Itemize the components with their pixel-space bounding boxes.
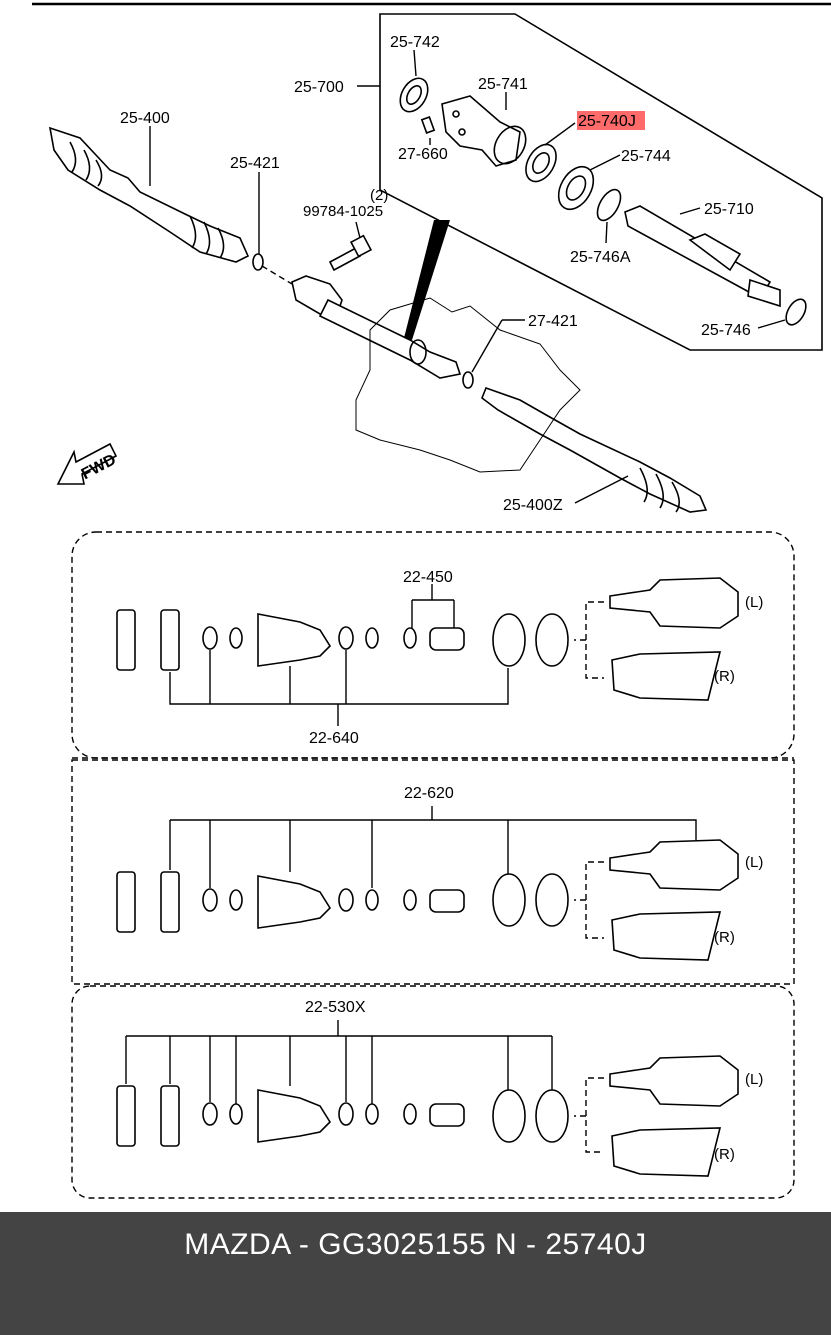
highlight-25-740j: [577, 111, 645, 130]
driveshaft-25-400z-icon: [318, 298, 708, 513]
shaft-25-710-icon: [624, 205, 781, 308]
label-25-744: 25-744: [621, 148, 671, 165]
driveshaft-exploded-diagram: 25-742 25-700 25-741 25-740J 27-660 25-7…: [32, 2, 831, 1199]
label-25-400z: 25-400Z: [503, 497, 563, 514]
footer-bar: MAZDA - GG3025155 N - 25740J: [0, 1212, 831, 1335]
kit-panel-22-620: [71, 759, 795, 985]
label-kit2-left: (L): [745, 854, 763, 871]
label-99784-1025: 99784-1025: [303, 203, 383, 220]
driveshaft-25-400-icon: [48, 126, 250, 263]
label-22-450: 22-450: [403, 569, 453, 586]
label-25-421: 25-421: [230, 155, 280, 172]
clip-25-421-icon: [252, 253, 264, 271]
label-25-710: 25-710: [704, 201, 754, 218]
kit-22-530x-parts: [116, 1055, 739, 1177]
label-22-620: 22-620: [404, 785, 454, 802]
kit-panel-22-530x: [71, 985, 795, 1199]
label-27-660: 27-660: [398, 146, 448, 163]
bolt-99784-1025-icon: [328, 234, 373, 272]
seal-25-744-icon: [557, 165, 595, 211]
pin-27-660-icon: [420, 116, 436, 134]
fwd-arrow-icon: [56, 442, 118, 485]
label-kit3-left: (L): [745, 1071, 763, 1088]
clip-27-421-icon: [462, 371, 474, 389]
detail-inset-frame: [379, 13, 823, 351]
label-kit3-right: (R): [714, 1146, 735, 1163]
footer-part-number: MAZDA - GG3025155 N - 25740J: [184, 1228, 647, 1261]
label-25-746: 25-746: [701, 322, 751, 339]
label-25-740j: 25-740J: [578, 113, 636, 130]
ring-25-746a-icon: [596, 188, 622, 222]
label-qty-2: (2): [370, 187, 388, 204]
transmission-outline: [355, 297, 581, 473]
ring-25-746-icon: [785, 298, 807, 326]
label-25-700: 25-700: [294, 79, 344, 96]
label-kit1-right: (R): [714, 668, 735, 685]
label-kit1-left: (L): [745, 594, 763, 611]
label-27-421: 27-421: [528, 313, 578, 330]
label-25-746a: 25-746A: [570, 249, 631, 266]
label-25-400: 25-400: [120, 110, 170, 127]
label-25-741: 25-741: [478, 76, 528, 93]
seal-25-742-icon: [399, 77, 429, 113]
arrow-wedge: [404, 220, 450, 340]
kit-22-640-parts: [116, 577, 739, 701]
label-25-742: 25-742: [390, 34, 440, 51]
label-kit2-right: (R): [714, 929, 735, 946]
label-22-530x: 22-530X: [305, 999, 366, 1016]
label-22-640: 22-640: [309, 730, 359, 747]
bearing-25-740j-icon: [525, 143, 557, 183]
bracket-25-741-icon: [441, 95, 527, 167]
kit-22-620-parts: [116, 839, 739, 961]
